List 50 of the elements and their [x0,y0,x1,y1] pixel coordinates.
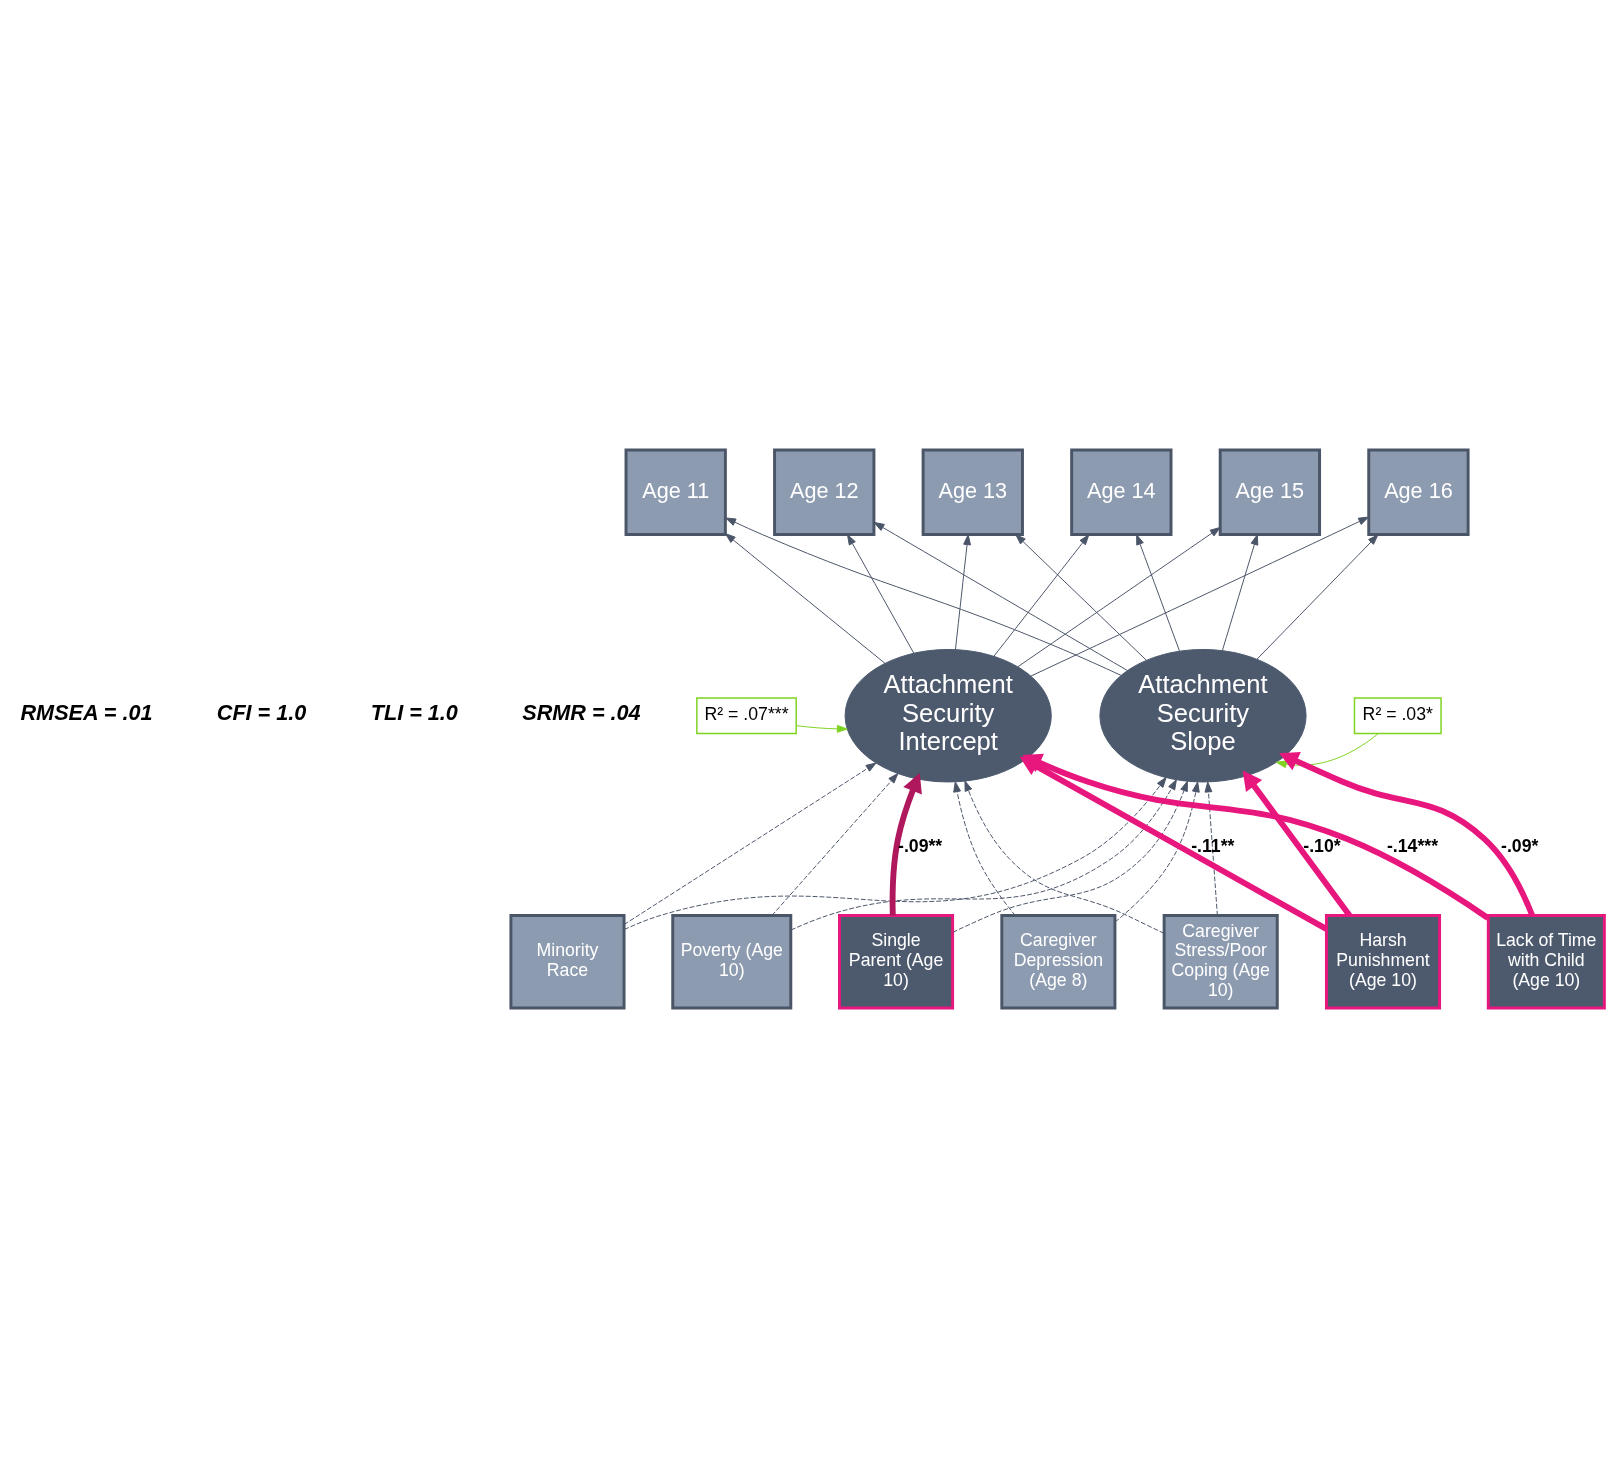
arrow [1242,770,1352,917]
arrow [623,762,877,925]
arrow [1136,533,1181,652]
arrow [1022,753,1490,920]
node-box: Lack of Time with Child (Age 10) [1486,913,1606,1010]
arrow [1030,516,1370,677]
arrow [1256,533,1379,660]
node-box: R² = .07*** [696,696,797,734]
arrow [847,533,915,654]
arrow [952,780,1188,933]
arrow [1015,533,1147,661]
node-box: Age 15 [1218,447,1322,536]
arrow [796,724,848,733]
node-box: Caregiver Depression (Age 8) [1000,913,1117,1010]
arrow [1017,526,1221,667]
label: RMSEA = .01 [20,699,153,725]
arrow [771,772,899,916]
node-box: Caregiver Stress/Poor Coping (Age 10) [1162,913,1279,1010]
arrow [1204,781,1218,916]
edge-label: -.10* [1303,835,1341,856]
node-box: Age 12 [773,447,876,536]
arrow [873,521,1128,671]
node-box: Minority Race [509,913,626,1010]
arrow [1221,533,1259,651]
node-box: Age 11 [624,447,727,536]
arrow [1114,780,1200,922]
arrow [1279,751,1535,917]
node-box: R² = .03* [1353,696,1442,734]
arrow [993,533,1090,657]
edge-label: -.09* [1501,835,1539,856]
edge-label: -.11** [1191,835,1235,856]
arrow [954,533,971,650]
arrow [724,532,886,664]
node-ellipse: Attachment Security Slope [1099,648,1307,782]
label: SRMR = .04 [522,699,641,725]
arrow [623,776,1167,930]
label: TLI = 1.0 [370,699,458,725]
arrow [964,780,1165,934]
arrow [725,516,1122,676]
node-box: Age 14 [1070,447,1173,536]
arrow [1275,732,1379,768]
edge-label: -.14*** [1386,835,1439,856]
node-box: Age 16 [1367,447,1470,536]
arrow [790,778,1177,931]
node-box: Single Parent (Age 10) [838,913,955,1010]
node-box: Poverty (Age 10) [671,913,793,1010]
node-box: Harsh Punishment (Age 10) [1324,913,1442,1010]
node-box: Age 13 [921,447,1024,536]
label: CFI = 1.0 [216,699,307,725]
arrow [953,780,1016,916]
